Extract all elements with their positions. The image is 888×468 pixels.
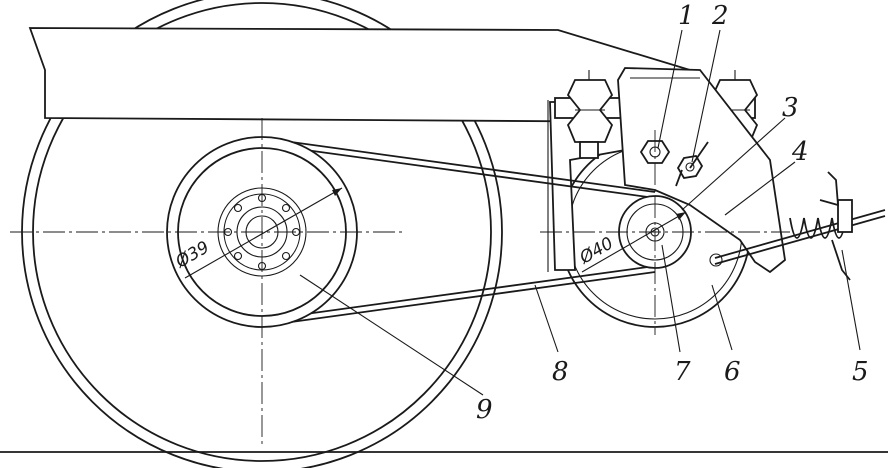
generator-pulley-dimension-line bbox=[581, 211, 687, 273]
center-lines bbox=[10, 118, 790, 445]
callout-8: 8 bbox=[552, 357, 569, 387]
callout-5: 5 bbox=[852, 357, 869, 387]
callout-6: 6 bbox=[724, 357, 741, 387]
leader-lines bbox=[299, 29, 861, 396]
callout-2: 2 bbox=[711, 1, 729, 31]
tension-arm bbox=[617, 67, 786, 274]
callout-1: 1 bbox=[678, 1, 695, 31]
adjusting-bolt bbox=[675, 141, 709, 187]
v-belt bbox=[261, 137, 656, 327]
axle-pulley-dimension-line bbox=[184, 187, 343, 279]
generator-pulley-dimension-arrow bbox=[676, 212, 686, 220]
callout-3: 3 bbox=[782, 93, 799, 123]
callout-4: 4 bbox=[791, 137, 809, 167]
axle-pulley-dimension-arrow bbox=[332, 188, 342, 196]
callout-9: 9 bbox=[476, 395, 493, 425]
rubber-spring-mount-left bbox=[566, 70, 614, 159]
callout-7: 7 bbox=[674, 357, 691, 387]
tension-rod-assembly bbox=[709, 171, 886, 281]
